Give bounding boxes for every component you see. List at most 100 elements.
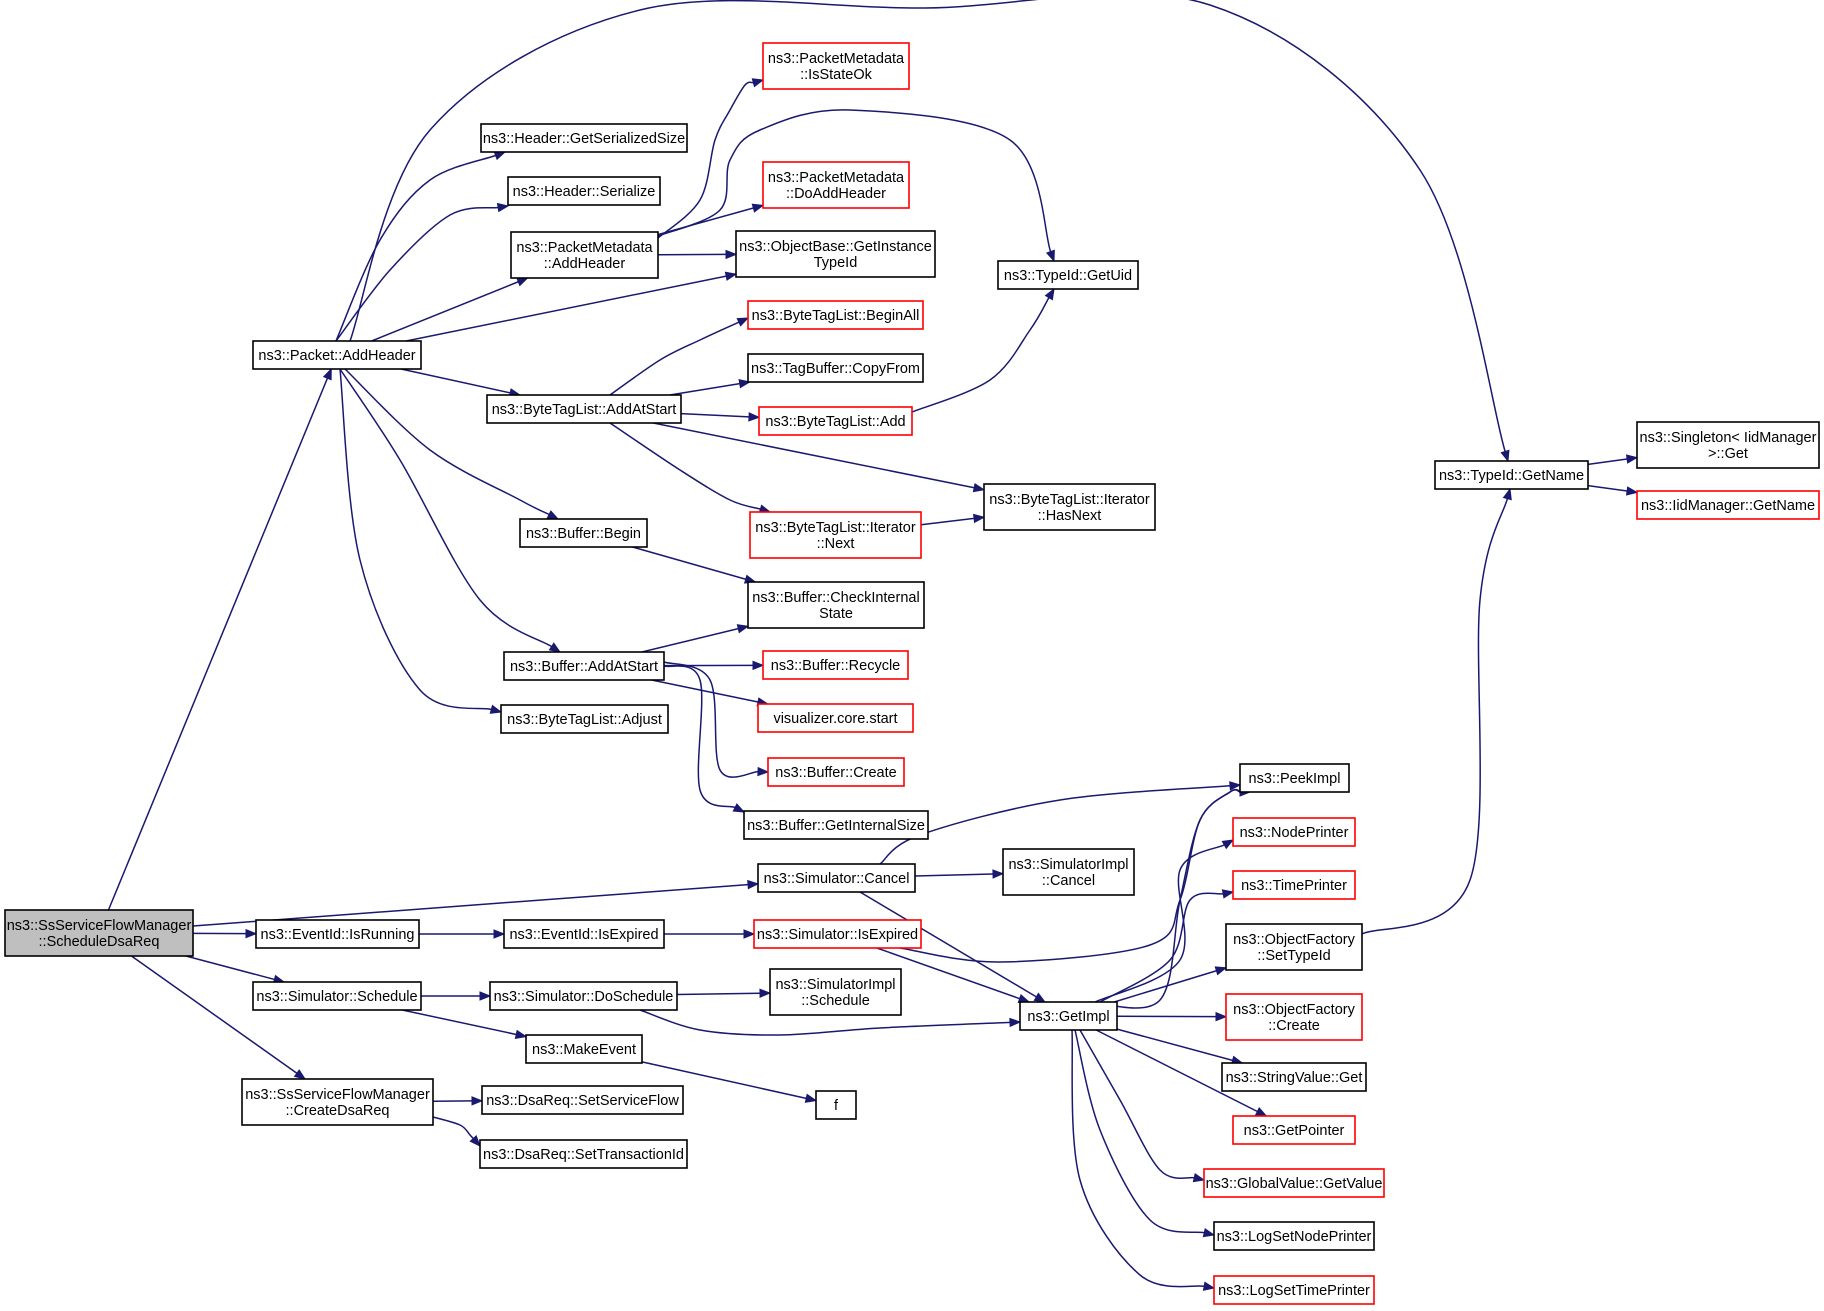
edge-tid_getname-to-singleton_get bbox=[1587, 454, 1639, 466]
node-sim-doschedule[interactable]: ns3::Simulator::DoSchedule bbox=[489, 981, 678, 1011]
edge-eid_isexpired-to-sim_isexpired bbox=[664, 929, 756, 939]
arrowhead-icon bbox=[469, 1135, 481, 1147]
node-box bbox=[1213, 1221, 1375, 1251]
node-label: ::Next bbox=[817, 536, 855, 552]
node-of-create[interactable]: ns3::ObjectFactory::Create bbox=[1225, 993, 1363, 1041]
node-buf-create[interactable]: ns3::Buffer::Create bbox=[767, 757, 905, 787]
node-sim-cancel[interactable]: ns3::Simulator::Cancel bbox=[757, 863, 916, 893]
node-btl-beginall[interactable]: ns3::ByteTagList::BeginAll bbox=[747, 300, 924, 330]
node-ssf-createdsareq[interactable]: ns3::SsServiceFlowManager::CreateDsaReq bbox=[241, 1078, 434, 1126]
node-label: ::CreateDsaReq bbox=[286, 1103, 390, 1119]
node-sim-isexpired[interactable]: ns3::Simulator::IsExpired bbox=[753, 919, 922, 949]
node-dsareq-settid[interactable]: ns3::DsaReq::SetTransactionId bbox=[479, 1139, 688, 1169]
node-sim-schedule[interactable]: ns3::Simulator::Schedule bbox=[252, 981, 422, 1011]
node-label: ns3::Buffer::CheckInternal bbox=[752, 590, 919, 606]
edge-eid_isrunning-to-eid_isexpired bbox=[419, 929, 506, 939]
node-gv-getvalue[interactable]: ns3::GlobalValue::GetValue bbox=[1203, 1168, 1385, 1198]
node-label: ns3::GlobalValue::GetValue bbox=[1206, 1176, 1383, 1192]
node-getpointer[interactable]: ns3::GetPointer bbox=[1232, 1115, 1356, 1145]
edge-getimpl-to-logsettimeprinter bbox=[1071, 1029, 1216, 1291]
node-dsareq-setsf[interactable]: ns3::DsaReq::SetServiceFlow bbox=[481, 1085, 684, 1115]
edge-line bbox=[641, 1061, 807, 1100]
node-pm-isstateok[interactable]: ns3::PacketMetadata::IsStateOk bbox=[762, 42, 910, 90]
edge-getimpl-to-of_settypeid bbox=[1114, 966, 1228, 1003]
node-box bbox=[1239, 763, 1350, 793]
node-simimpl-schedule[interactable]: ns3::SimulatorImpl::Schedule bbox=[769, 968, 902, 1016]
node-box bbox=[1636, 421, 1820, 469]
node-hdr-getsersize[interactable]: ns3::Header::GetSerializedSize bbox=[480, 123, 688, 153]
edge-pkt_addheader-to-hdr_getsersize bbox=[335, 151, 507, 342]
node-label: ns3::Singleton< IidManager bbox=[1640, 430, 1817, 446]
node-pm-addheader[interactable]: ns3::PacketMetadata::AddHeader bbox=[510, 231, 659, 279]
node-tid-getname[interactable]: ns3::TypeId::GetName bbox=[1434, 460, 1589, 490]
arrowhead-icon bbox=[992, 869, 1005, 879]
arrowhead-icon bbox=[725, 249, 738, 260]
arrowhead-icon bbox=[1202, 1281, 1216, 1291]
node-f[interactable]: f bbox=[815, 1090, 857, 1120]
node-timeprinter[interactable]: ns3::TimePrinter bbox=[1232, 870, 1356, 900]
node-pkt-addheader[interactable]: ns3::Packet::AddHeader bbox=[252, 340, 422, 370]
edge-line bbox=[663, 661, 759, 778]
node-label: ns3::EventId::IsRunning bbox=[261, 927, 415, 943]
edges-layer bbox=[107, 0, 1639, 1291]
edge-btl_addatstart-to-btl_add bbox=[680, 412, 761, 422]
node-pm-doaddheader[interactable]: ns3::PacketMetadata::DoAddHeader bbox=[762, 161, 910, 209]
node-singleton-get[interactable]: ns3::Singleton< IidManager>::Get bbox=[1636, 421, 1820, 469]
node-make-event[interactable]: ns3::MakeEvent bbox=[525, 1034, 643, 1064]
edge-line bbox=[432, 1116, 474, 1140]
node-btli-hasnext[interactable]: ns3::ByteTagList::Iterator::HasNext bbox=[983, 483, 1156, 531]
node-buf-addatstart[interactable]: ns3::Buffer::AddAtStart bbox=[503, 651, 665, 681]
node-vis-core-start[interactable]: visualizer.core.start bbox=[757, 703, 914, 733]
edge-of_settypeid-to-tid_getname bbox=[1361, 487, 1512, 935]
edge-btl_addatstart-to-btli_hasnext bbox=[653, 422, 986, 493]
edge-line bbox=[185, 955, 275, 981]
node-btl-addatstart[interactable]: ns3::ByteTagList::AddAtStart bbox=[486, 394, 682, 424]
node-getimpl[interactable]: ns3::GetImpl bbox=[1019, 1001, 1118, 1031]
arrowhead-icon bbox=[1502, 487, 1512, 501]
node-eid-isexpired[interactable]: ns3::EventId::IsExpired bbox=[503, 919, 665, 949]
node-buf-begin[interactable]: ns3::Buffer::Begin bbox=[519, 518, 648, 548]
edge-line bbox=[914, 873, 994, 877]
edge-line bbox=[349, 0, 1506, 452]
node-root[interactable]: ns3::SsServiceFlowManager::ScheduleDsaRe… bbox=[4, 909, 194, 957]
node-nodeprinter[interactable]: ns3::NodePrinter bbox=[1232, 817, 1356, 847]
node-of-settypeid[interactable]: ns3::ObjectFactory::SetTypeId bbox=[1225, 923, 1363, 971]
node-label: ::ScheduleDsaReq bbox=[39, 934, 160, 950]
node-label: ns3::ByteTagList::Adjust bbox=[507, 712, 662, 728]
node-box bbox=[500, 704, 669, 734]
arrowhead-icon bbox=[1044, 287, 1055, 301]
node-tid-getuid[interactable]: ns3::TypeId::GetUid bbox=[997, 260, 1139, 290]
arrowhead-icon bbox=[1033, 992, 1047, 1003]
edge-btl_addatstart-to-tb_copyfrom bbox=[669, 379, 751, 396]
node-sv-get[interactable]: ns3::StringValue::Get bbox=[1221, 1062, 1367, 1092]
node-peekimpl[interactable]: ns3::PeekImpl bbox=[1239, 763, 1350, 793]
arrowhead-icon bbox=[724, 271, 738, 281]
edge-line bbox=[1099, 892, 1224, 1003]
edge-getimpl-to-sv_get bbox=[1116, 1028, 1244, 1065]
node-eid-isrunning[interactable]: ns3::EventId::IsRunning bbox=[255, 919, 420, 949]
node-label: ns3::NodePrinter bbox=[1240, 825, 1349, 841]
node-logsetnodeprinter[interactable]: ns3::LogSetNodePrinter bbox=[1213, 1221, 1375, 1251]
node-box bbox=[519, 518, 648, 548]
arrowhead-icon bbox=[496, 202, 510, 213]
node-hdr-serialize[interactable]: ns3::Header::Serialize bbox=[507, 176, 661, 206]
node-btl-adjust[interactable]: ns3::ByteTagList::Adjust bbox=[500, 704, 669, 734]
node-btli-next[interactable]: ns3::ByteTagList::Iterator::Next bbox=[749, 511, 922, 559]
node-label: TypeId bbox=[814, 255, 858, 271]
node-iid-getname[interactable]: ns3::IidManager::GetName bbox=[1636, 490, 1820, 520]
arrowhead-icon bbox=[747, 879, 760, 890]
node-tb-copyfrom[interactable]: ns3::TagBuffer::CopyFrom bbox=[747, 353, 924, 383]
node-buf-recycle[interactable]: ns3::Buffer::Recycle bbox=[762, 650, 909, 680]
node-label: ::Create bbox=[1268, 1018, 1320, 1034]
node-simimpl-cancel[interactable]: ns3::SimulatorImpl::Cancel bbox=[1002, 848, 1135, 896]
arrowhead-icon bbox=[1045, 249, 1055, 263]
node-btl-add[interactable]: ns3::ByteTagList::Add bbox=[758, 406, 913, 436]
edge-line bbox=[609, 321, 740, 396]
node-buf-getinternalsize[interactable]: ns3::Buffer::GetInternalSize bbox=[743, 810, 929, 840]
edge-line bbox=[859, 891, 1037, 998]
node-label: ns3::TypeId::GetName bbox=[1439, 468, 1584, 484]
node-logsettimeprinter[interactable]: ns3::LogSetTimePrinter bbox=[1213, 1275, 1375, 1305]
node-label: ns3::TimePrinter bbox=[1241, 878, 1347, 894]
